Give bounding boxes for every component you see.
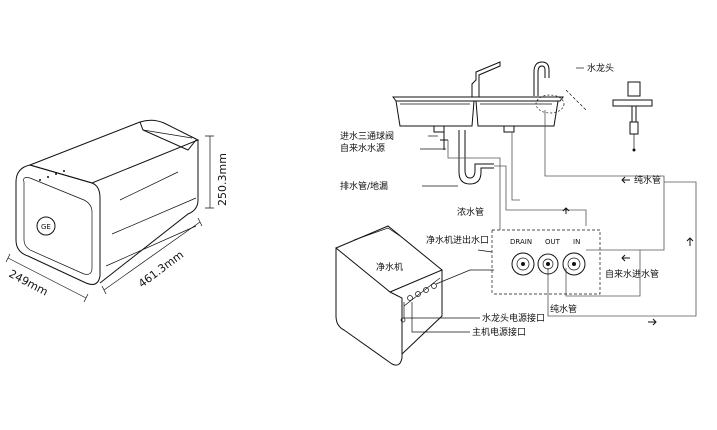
pure-water-return-pipe [547,181,697,317]
dimension-width: 249mm [7,267,51,298]
label-main-power: 主机电源接口 [472,326,526,338]
purifier-product-drawing: GE 250.3mm 461.3mm 249mm [5,119,229,303]
label-drain-pipe: 排水管/地漏 [340,180,388,192]
port-out-fitting [537,253,559,275]
height-dimension-line [205,135,214,209]
dimension-length: 461.3mm [136,248,186,290]
port-in-fitting [562,252,586,276]
label-inlet-valve: 进水三通球阀 [340,130,394,142]
tap-inlet-pipe [565,250,641,297]
label-tap-inlet-pipe: 自来水进水管 [605,268,659,280]
unit-title: 净水机 [376,261,403,273]
port-drain-fitting [511,252,535,276]
sink [392,61,564,133]
label-pure-pipe-right: 纯水管 [634,174,661,186]
label-unit-ports: 净水机进出水口 [426,234,489,246]
installation-schematic: 水龙头 进水三通球阀 自来水水源 排水管/地漏 纯水管 浓水管 [335,61,697,366]
label-tap-source: 自来水水源 [340,142,385,154]
unit-port-panel: DRAIN OUT IN [491,229,601,295]
label-concentrate-pipe: 浓水管 [457,206,484,218]
brand-logo-mark: GE [41,223,51,231]
label-faucet-power: 水龙头电源接口 [482,312,545,324]
port-label-in: IN [573,238,580,246]
label-pure-pipe-bottom: 纯水管 [550,303,577,315]
faucet-detail [565,81,653,152]
purifier-unit: 净水机 [335,225,443,366]
label-faucet: 水龙头 [587,62,614,74]
width-dimension-line [5,253,89,303]
tap-water-branch-pipe [447,140,501,230]
dimension-height: 250.3mm [216,153,229,206]
pure-water-faucet [533,61,565,114]
sink-side-pipe [511,132,520,201]
pure-water-pipe [544,110,665,251]
concentrate-pipe [494,165,587,226]
port-label-drain: DRAIN [510,238,532,246]
port-label-out: OUT [545,238,561,246]
drain-trap [458,130,494,185]
length-dimension-line [101,217,203,295]
